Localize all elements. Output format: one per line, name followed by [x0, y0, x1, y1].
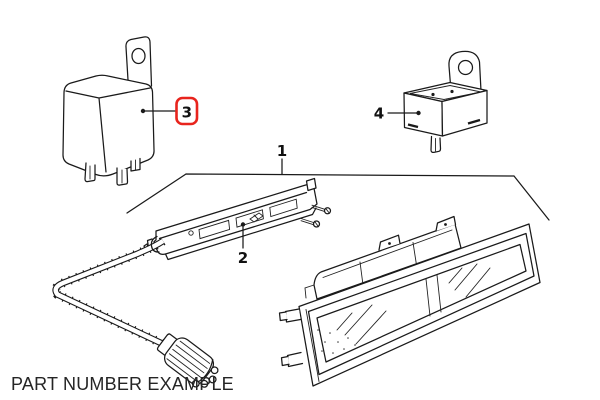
lens-bezel-outer — [298, 223, 541, 387]
lens-housing-tab-2-hole — [444, 223, 447, 226]
relay-small-base-marks — [407, 118, 481, 129]
connector-pin-1 — [210, 366, 219, 375]
rail-screw-2-slot — [314, 220, 319, 228]
lens-assembly-drawing — [278, 215, 541, 387]
cable-outline — [52, 238, 165, 347]
lens-glass-shine-right — [448, 263, 491, 298]
connector-barrel — [163, 337, 215, 385]
highlight-box[interactable] — [175, 96, 199, 126]
lens-clip-1 — [284, 308, 302, 323]
lens-housing-seams — [359, 242, 417, 286]
lens-clip-1-pin — [278, 311, 288, 322]
relay-large-drawing — [62, 36, 155, 186]
lens-bezel-inner — [307, 232, 535, 376]
rail-screw-1-slot — [325, 207, 330, 214]
lens-bezel-left-face — [305, 309, 320, 382]
relay-large-body — [62, 74, 155, 177]
cable-core — [53, 239, 165, 346]
callout-3-label[interactable]: 3 — [182, 104, 192, 122]
relay-small-rivet-2 — [450, 89, 454, 94]
relay-small-mounting-tab — [448, 50, 482, 92]
callout-4-anchor-dot — [416, 110, 421, 116]
relay-large-top-edges — [65, 87, 151, 173]
relay-small-right-face — [441, 89, 488, 137]
relay-large-mounting-tab — [125, 36, 153, 87]
lens-housing-tab-1-hole — [388, 242, 391, 245]
lens-glass-shine-left — [336, 304, 387, 345]
callout-1[interactable]: 1 — [126, 142, 550, 221]
rail-bottom-flange — [164, 207, 317, 261]
lens-glass-divider — [425, 274, 442, 317]
lens-bezel-stipple — [312, 329, 356, 354]
rail-right-top-tab — [305, 177, 317, 192]
rail-body — [153, 182, 318, 255]
wiring-harness-drawing — [51, 235, 166, 348]
rail-window-1 — [198, 219, 231, 240]
callout-2-anchor-dot — [240, 222, 246, 227]
lens-glass — [316, 243, 527, 363]
callout-4[interactable]: 4 — [374, 105, 421, 123]
connector-pin-4 — [191, 379, 200, 388]
relay-large-tab-hole — [131, 47, 146, 65]
rail-screw-2 — [300, 218, 316, 226]
connector-pin-2 — [208, 375, 217, 384]
caption: PART NUMBER EXAMPLE — [11, 374, 234, 394]
lens-housing-left-step — [304, 284, 315, 299]
callout-3-anchor-dot — [140, 108, 146, 114]
rail-contact-clip — [249, 212, 264, 223]
rail-window-2 — [235, 209, 264, 228]
relay-small-rivet-1 — [431, 92, 435, 97]
callout-2-label[interactable]: 2 — [238, 249, 248, 267]
callout-4-label[interactable]: 4 — [374, 105, 384, 123]
cable-texture-ticks — [51, 237, 166, 348]
callout-1-bracket-lines — [126, 158, 550, 221]
carrier-rail-drawing — [143, 177, 332, 261]
connector-flutes — [166, 340, 211, 382]
callout-3[interactable]: 3 — [140, 96, 199, 126]
callout-2[interactable]: 2 — [238, 222, 248, 267]
rail-hole — [188, 230, 194, 236]
connector-pin-3 — [200, 379, 209, 388]
rail-window-3 — [269, 198, 298, 218]
lens-housing-top-edge — [322, 229, 453, 278]
lens-clip-2 — [286, 351, 304, 368]
rail-screw-1 — [311, 204, 327, 213]
relay-small-drawing — [403, 50, 488, 154]
cable-grommet — [150, 235, 160, 253]
connector-plug-drawing — [156, 333, 219, 388]
connector-rear-collar — [156, 333, 179, 357]
relay-small-tab-hole — [457, 59, 474, 76]
callout-1-label[interactable]: 1 — [277, 142, 287, 160]
rail-top-front-edge — [158, 191, 308, 240]
lens-clip-2-pin — [280, 355, 290, 367]
